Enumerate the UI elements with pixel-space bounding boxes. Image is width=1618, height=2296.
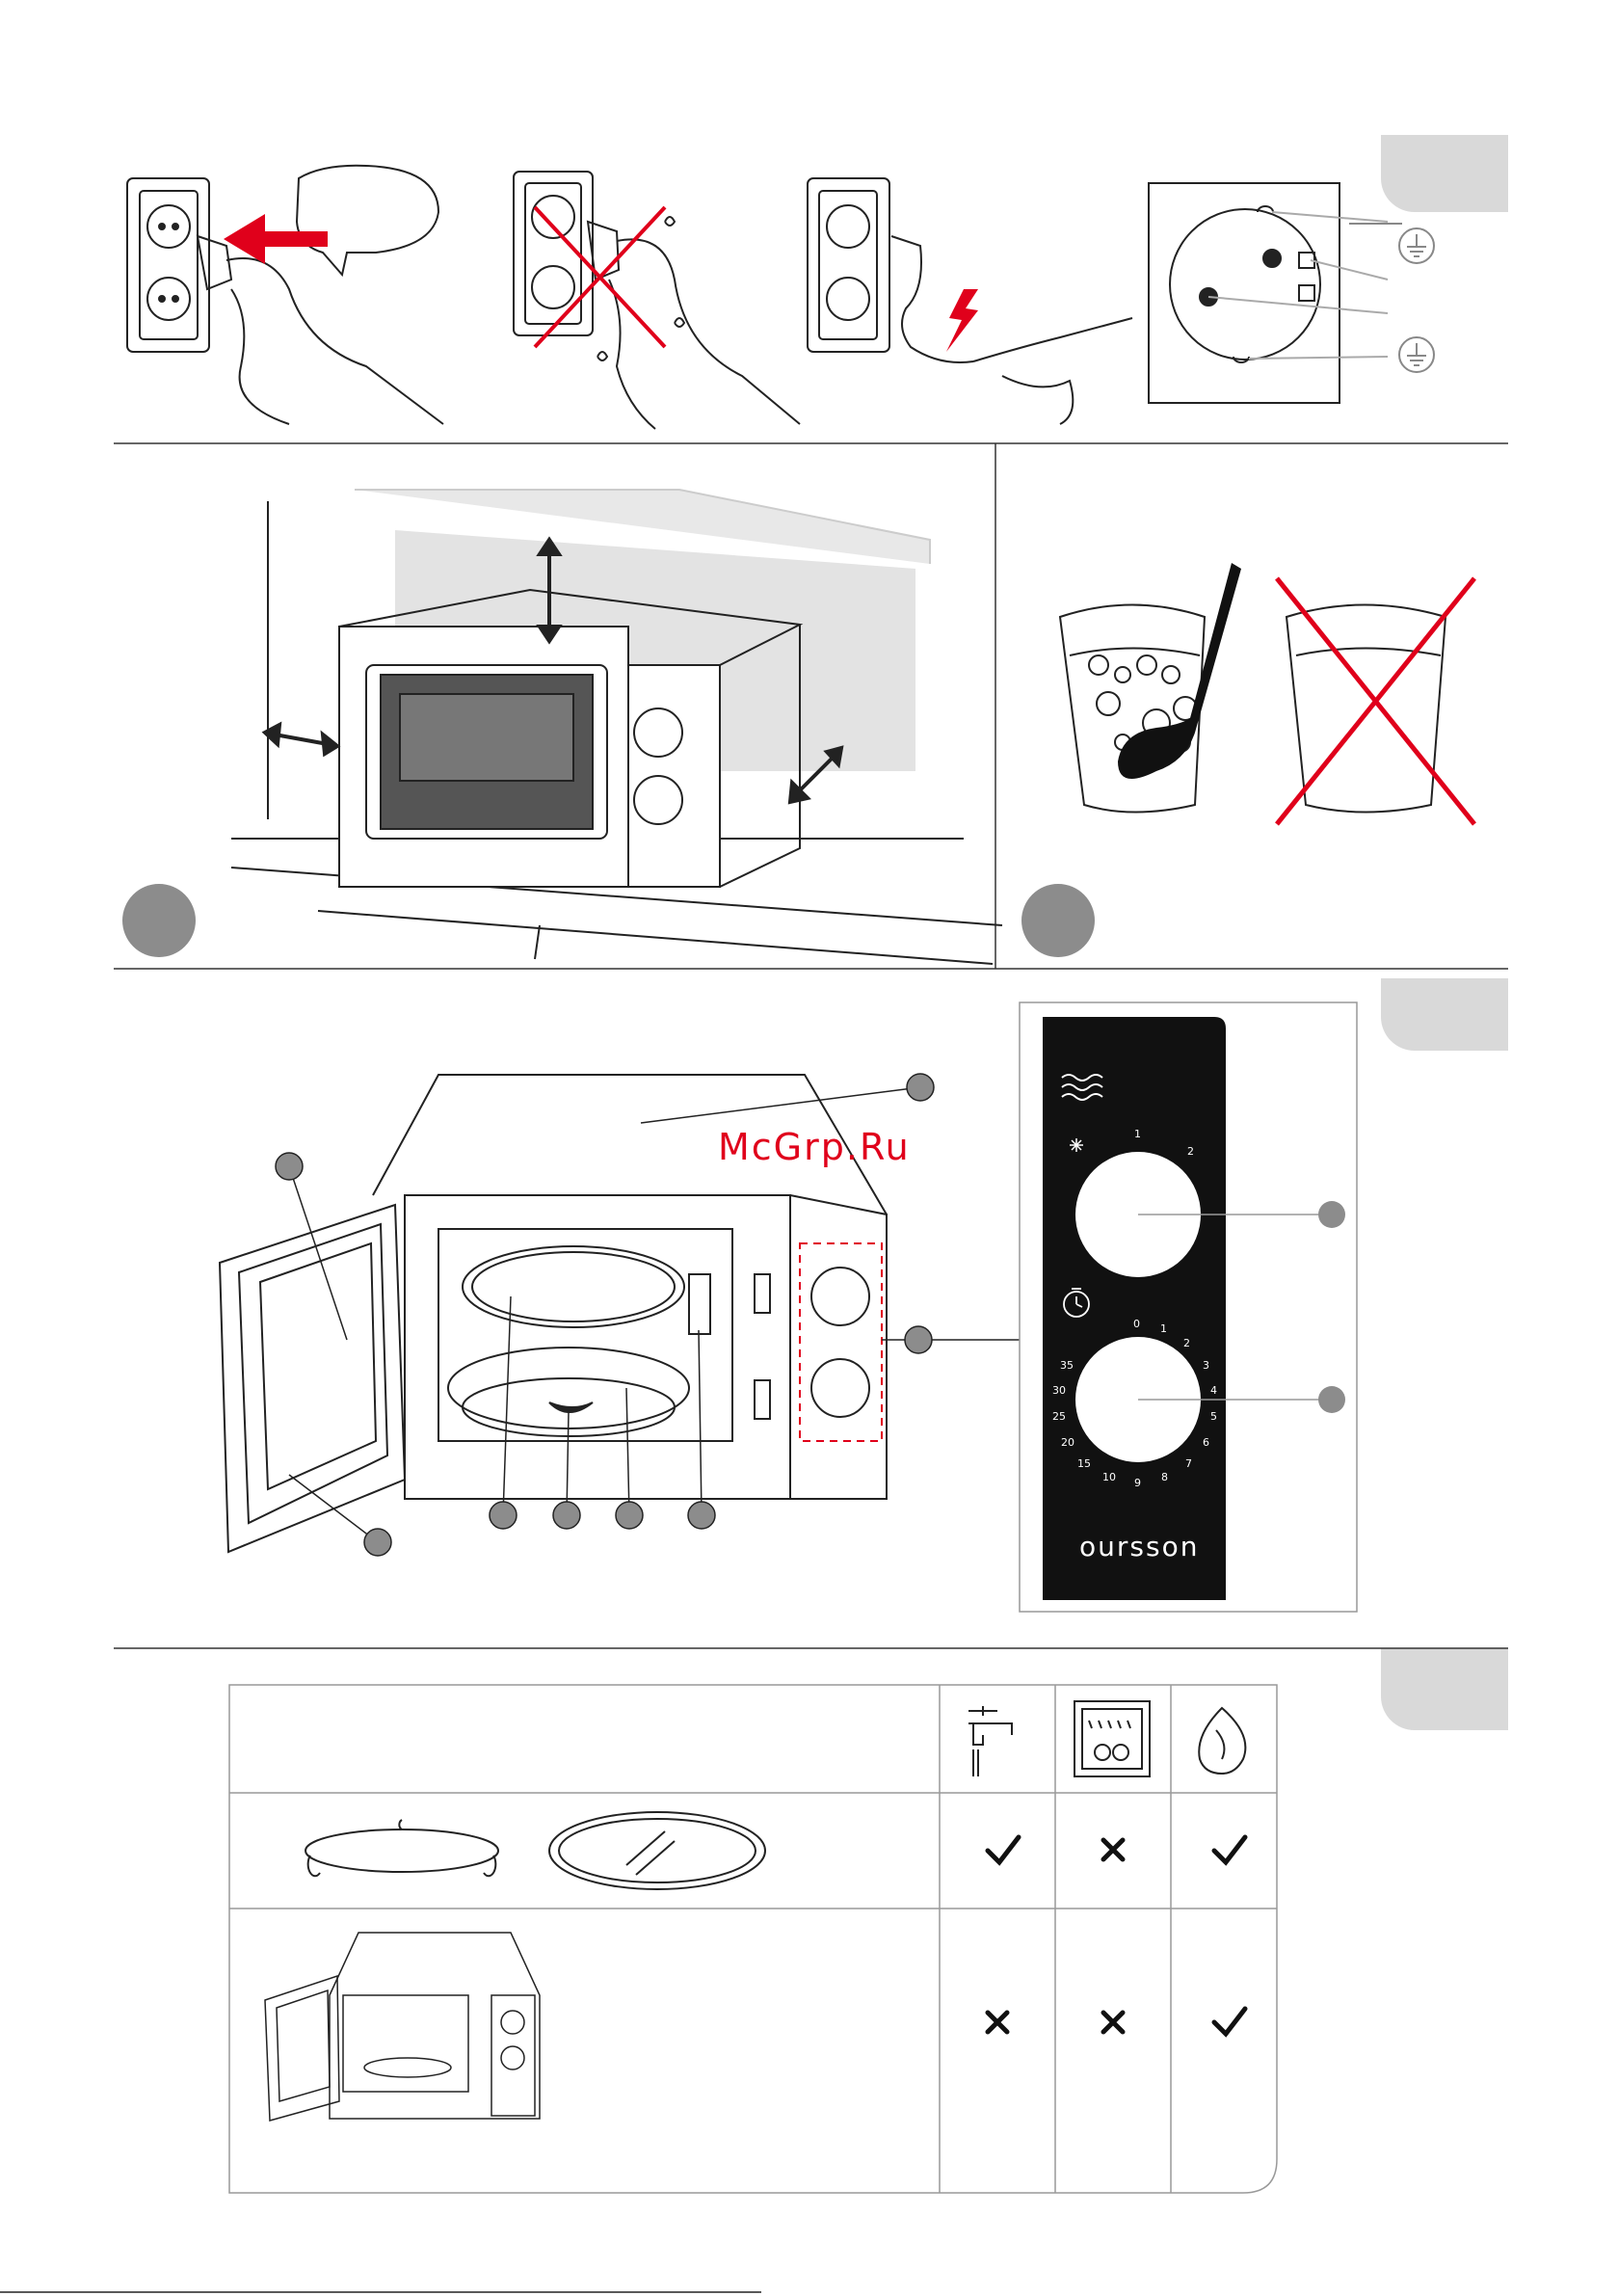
timer-knob-mark: 25 (1052, 1410, 1066, 1423)
timer-knob-mark: 10 (1102, 1471, 1116, 1483)
section-tab-2 (1381, 978, 1508, 1051)
ground-icon (1349, 224, 1434, 263)
timer-knob-mark: 6 (1203, 1436, 1209, 1449)
timer-knob-mark: 1 (1160, 1322, 1167, 1335)
power-knob-mark: 1 (1134, 1128, 1141, 1140)
figure-badge (122, 884, 196, 957)
timer-knob-mark: 2 (1183, 1337, 1190, 1349)
check-icon (1214, 2009, 1245, 2034)
timer-knob-mark: 7 (1185, 1457, 1192, 1470)
timer-knob-mark: 9 (1134, 1477, 1141, 1489)
timer-knob-mark: 15 (1077, 1457, 1091, 1470)
cross-icon (1103, 2013, 1123, 2032)
wet-hands-prohibited-cross (535, 207, 665, 347)
timer-knob-mark: 0 (1133, 1318, 1140, 1330)
part-callout (1318, 1201, 1345, 1228)
figure-badge (1021, 884, 1095, 957)
timer-knob-mark: 3 (1203, 1359, 1209, 1372)
cross-icon (1103, 1840, 1123, 1859)
section-tab-1 (1381, 135, 1508, 212)
soft-cloth-icon (1199, 1708, 1245, 1774)
microwave-body-illustration (265, 1933, 540, 2121)
part-callout (1318, 1386, 1345, 1413)
ground-icon (1399, 337, 1434, 372)
section-tab-3 (1381, 1648, 1508, 1730)
timer-knob-mark: 4 (1210, 1384, 1217, 1397)
dishwasher-icon (1074, 1701, 1150, 1776)
cross-icon (988, 2013, 1007, 2032)
brand-logo: oursson (1079, 1531, 1199, 1562)
timer-knob-mark: 5 (1210, 1410, 1217, 1423)
turntable-ring-illustration (305, 1820, 498, 1876)
tap-water-icon (968, 1706, 1012, 1776)
check-icon (1214, 1837, 1245, 1862)
spoon-in-glass-illustration (1060, 605, 1205, 813)
glass-tray-illustration (549, 1812, 765, 1889)
timer-knob-mark: 20 (1061, 1436, 1074, 1449)
wet-hands-illustration (514, 172, 800, 429)
care-table (229, 1685, 1277, 2193)
plug-insert-illustration (127, 166, 443, 424)
check-icon (988, 1837, 1019, 1862)
timer-knob-mark: 35 (1060, 1359, 1074, 1372)
defrost-icon (1070, 1138, 1083, 1152)
control-panel (1043, 1017, 1226, 1600)
timer-knob-mark: 30 (1052, 1384, 1066, 1397)
timer-knob-mark: 8 (1161, 1471, 1168, 1483)
spark-icon (946, 289, 978, 352)
watermark: McGrp.Ru (718, 1126, 911, 1168)
grounded-socket-illustration (1149, 183, 1388, 403)
care-marks (988, 1837, 1245, 2034)
installation-clearance-illustration (231, 490, 1002, 964)
empty-glass-prohibited-cross (1277, 578, 1474, 824)
insert-arrow (224, 214, 328, 264)
power-knob-mark: 2 (1187, 1145, 1194, 1158)
